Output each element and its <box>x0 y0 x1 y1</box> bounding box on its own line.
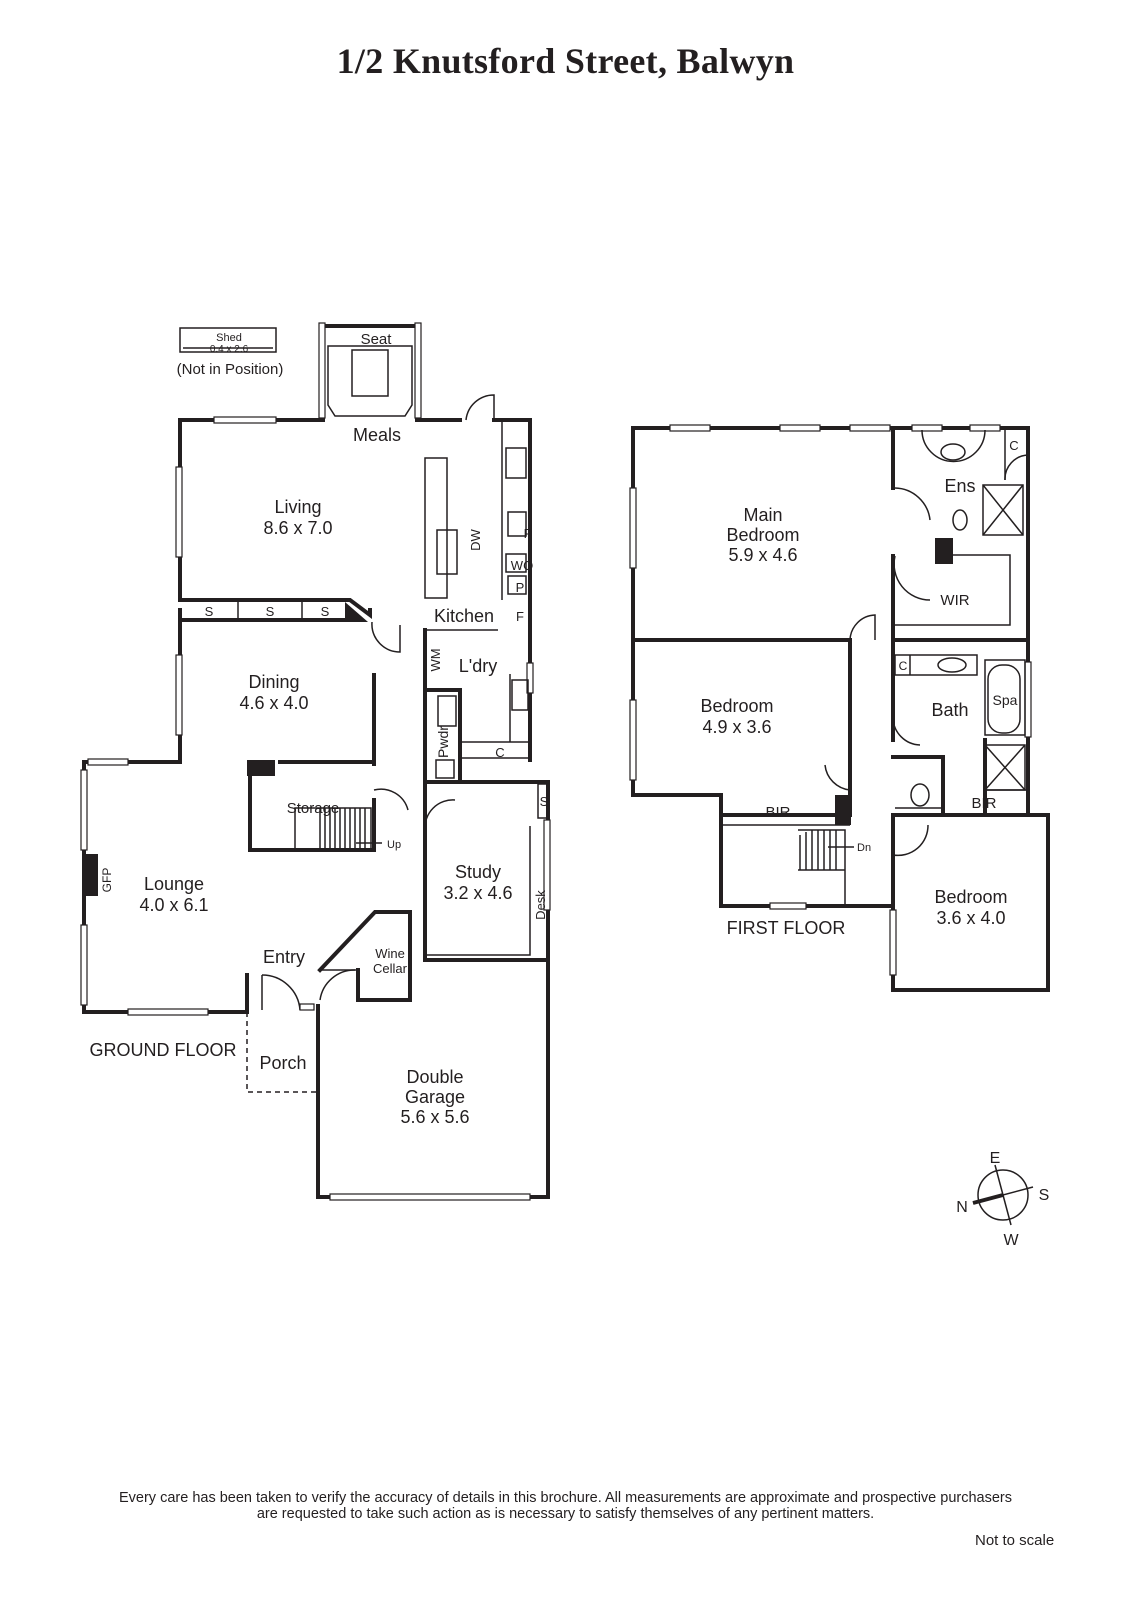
shelf-label: S <box>205 604 214 619</box>
wine-cellar-label: Wine <box>375 946 405 961</box>
shed-outline <box>179 327 277 353</box>
study-shelf-label: S <box>540 794 549 809</box>
washing-machine-label: WM <box>428 648 443 671</box>
garage-label: Garage <box>405 1087 465 1107</box>
compass-icon: N E S W <box>956 1150 1049 1249</box>
laundry-label: L'dry <box>459 656 497 676</box>
wine-cellar-label: Cellar <box>373 961 408 976</box>
lounge-wall <box>82 608 249 1014</box>
shed-label: Shed <box>216 332 242 344</box>
built-in-robe-label: BIR <box>765 804 790 821</box>
porch-label: Porch <box>259 1053 306 1073</box>
lounge-label: Lounge <box>144 874 204 894</box>
ground-floor <box>80 322 551 1201</box>
storage-label: Storage <box>287 800 340 817</box>
garage-label: Double <box>406 1067 463 1087</box>
shelf-label: S <box>321 604 330 619</box>
ground-floor-label: GROUND FLOOR <box>89 1040 236 1060</box>
living-label: Living <box>274 497 321 517</box>
compass-north: N <box>956 1199 968 1216</box>
gas-fireplace-label: GFP <box>100 868 114 893</box>
first-floor-labels: Main Bedroom 5.9 x 4.6 Ens C WIR Bedroom… <box>700 438 1018 938</box>
lounge-size: 4.0 x 6.1 <box>139 895 208 915</box>
main-bedroom-size: 5.9 x 4.6 <box>728 545 797 565</box>
not-to-scale-note: Not to scale <box>975 1532 1055 1549</box>
disclaimer: Every care has been taken to verify the … <box>20 1490 1111 1522</box>
ensuite-label: Ens <box>944 476 975 496</box>
ensuite-cupboard-label: C <box>1009 438 1018 453</box>
bedroom-2-size: 4.9 x 3.6 <box>702 717 771 737</box>
desk-label: Desk <box>533 890 548 920</box>
ground-floor-labels: Shed 0.4 x 2.6 (Not in Position) Seat Me… <box>84 331 549 1127</box>
garage-size: 5.6 x 5.6 <box>400 1107 469 1127</box>
walk-in-robe-label: WIR <box>940 592 969 609</box>
first-floor <box>629 424 1050 992</box>
pantry-label: P <box>524 526 533 541</box>
page-title: 1/2 Knutsford Street, Balwyn <box>336 41 795 81</box>
built-in-robe-label: BIR <box>971 795 996 812</box>
compass-west: W <box>1003 1232 1019 1249</box>
bedroom-3-label: Bedroom <box>934 887 1007 907</box>
shelf-label: S <box>266 604 275 619</box>
seat-label: Seat <box>361 331 393 348</box>
bedroom-2-label: Bedroom <box>700 696 773 716</box>
kitchen-label: Kitchen <box>434 606 494 626</box>
stairs-up-label: Up <box>387 839 401 851</box>
meals-label: Meals <box>353 425 401 445</box>
fireplace-icon <box>84 854 98 896</box>
bath-cupboard-label: C <box>899 659 908 673</box>
disclaimer-line: Every care has been taken to verify the … <box>118 1490 1012 1506</box>
dw-label: DW <box>468 528 483 550</box>
bedroom-3-size: 3.6 x 4.0 <box>936 908 1005 928</box>
shed-note: (Not in Position) <box>177 361 284 378</box>
first-floor-label: FIRST FLOOR <box>727 918 846 938</box>
dining-size: 4.6 x 4.0 <box>239 693 308 713</box>
disclaimer-line: are requested to take such action as is … <box>256 1506 875 1522</box>
study-label: Study <box>455 862 501 882</box>
pantry-label: P <box>516 580 525 595</box>
living-size: 8.6 x 7.0 <box>263 518 332 538</box>
spa-label: Spa <box>993 692 1018 708</box>
compass-south: S <box>1039 1187 1050 1204</box>
main-bedroom-label: Bedroom <box>726 525 799 545</box>
laundry-cupboard-label: C <box>495 745 504 760</box>
wall-oven-label: WO <box>511 558 533 573</box>
main-bedroom-label: Main <box>743 505 782 525</box>
stairs-down-label: Dn <box>857 842 871 854</box>
dining-label: Dining <box>248 672 299 692</box>
shed-size: 0.4 x 2.6 <box>210 344 249 355</box>
fridge-label: F <box>516 609 524 624</box>
bathroom-label: Bath <box>931 700 968 720</box>
entry-label: Entry <box>263 947 305 967</box>
powder-room-label: Pwdr <box>435 726 451 758</box>
compass-east: E <box>990 1150 1001 1167</box>
study-size: 3.2 x 4.6 <box>443 883 512 903</box>
